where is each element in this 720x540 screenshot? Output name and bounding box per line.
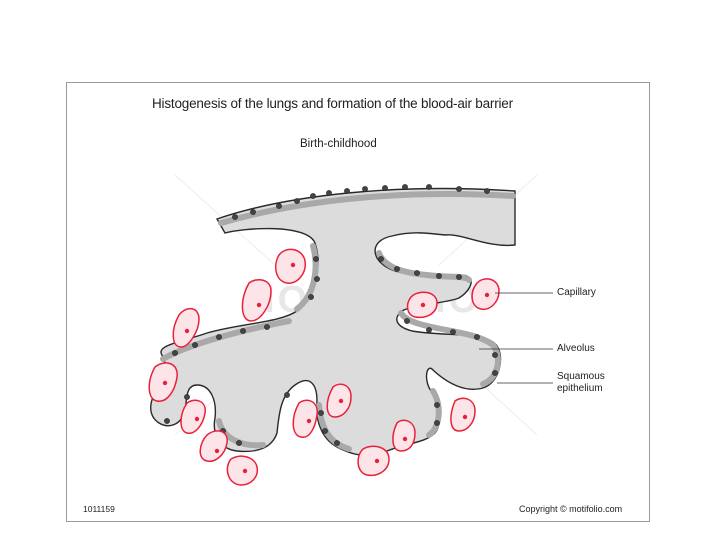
label-squamous-line1: Squamous <box>557 371 605 382</box>
stage-label: Birth-childhood <box>300 138 377 150</box>
leader-lines <box>479 292 553 384</box>
lung-diagram <box>148 174 553 486</box>
figure-title: Histogenesis of the lungs and formation … <box>152 96 513 111</box>
epithelial-nuclei <box>164 184 498 446</box>
figure-id: 1011159 <box>83 504 115 514</box>
figure-frame: MOTIFOLIO <box>66 82 650 522</box>
label-squamous-line2: epithelium <box>557 383 603 394</box>
label-squamous: Squamous epithelium <box>557 371 605 395</box>
label-alveolus: Alveolus <box>557 343 595 354</box>
label-capillary: Capillary <box>557 287 596 298</box>
copyright-notice: Copyright © motifolio.com <box>519 504 623 514</box>
capillary-cells <box>162 262 490 474</box>
